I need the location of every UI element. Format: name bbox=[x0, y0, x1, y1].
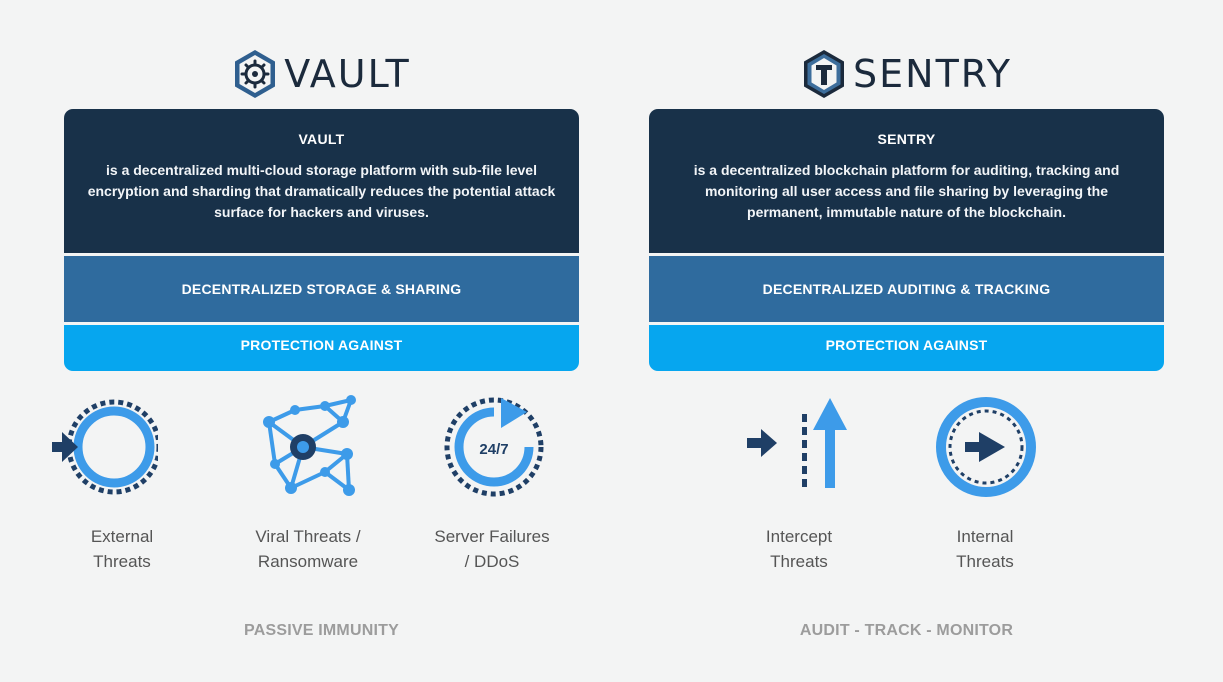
threat-label-viral: Viral Threats / Ransomware bbox=[255, 527, 361, 571]
clock-badge-text: 24/7 bbox=[479, 441, 508, 458]
vault-card-title: VAULT bbox=[298, 131, 345, 147]
sentry-feature-band: DECENTRALIZED AUDITING & TRACKING bbox=[649, 256, 1164, 322]
sentry-card-header: SENTRY is a decentralized blockchain pla… bbox=[649, 109, 1164, 253]
threat-label-internal: Internal Threats bbox=[956, 527, 1014, 571]
sentry-card-title: SENTRY bbox=[877, 131, 936, 147]
sentry-footer-tagline: AUDIT - TRACK - MONITOR bbox=[799, 622, 1014, 639]
sentry-card: SENTRY is a decentralized blockchain pla… bbox=[649, 109, 1164, 371]
vault-brand-name: VAULT bbox=[284, 52, 411, 96]
clock-24-7-icon: 24/7 bbox=[444, 397, 544, 497]
vault-footer-tagline: PASSIVE IMMUNITY bbox=[244, 622, 399, 639]
sentry-protection-heading: PROTECTION AGAINST bbox=[649, 325, 1164, 371]
threat-label-intercept: Intercept Threats bbox=[765, 527, 833, 571]
vault-description: is a decentralized multi-cloud storage p… bbox=[87, 162, 556, 220]
intercept-arrow-icon bbox=[747, 398, 847, 488]
external-threat-ring-icon bbox=[52, 399, 158, 495]
viral-network-icon bbox=[263, 395, 356, 496]
internal-threat-ring-icon bbox=[936, 397, 1036, 497]
vault-card-header: VAULT is a decentralized multi-cloud sto… bbox=[64, 109, 579, 253]
vault-column: VAULT VAULT is a decentralized multi-clo… bbox=[52, 0, 579, 682]
threat-label-server: Server Failures / DDoS bbox=[434, 527, 550, 571]
keyhole-hexagon-icon bbox=[804, 50, 845, 98]
sentry-brand: SENTRY bbox=[649, 45, 1164, 103]
vault-protection-heading: PROTECTION AGAINST bbox=[64, 325, 579, 371]
sentry-column: SENTRY SENTRY is a decentralized blockch… bbox=[649, 0, 1164, 682]
sentry-description: is a decentralized blockchain platform f… bbox=[693, 162, 1120, 220]
vault-card: VAULT is a decentralized multi-cloud sto… bbox=[64, 109, 579, 371]
threat-label-external: External Threats bbox=[90, 527, 154, 571]
vault-brand: VAULT bbox=[64, 45, 579, 103]
vault-feature-band: DECENTRALIZED STORAGE & SHARING bbox=[64, 256, 579, 322]
sentry-brand-name: SENTRY bbox=[853, 52, 1012, 96]
gear-hexagon-icon bbox=[235, 50, 276, 98]
